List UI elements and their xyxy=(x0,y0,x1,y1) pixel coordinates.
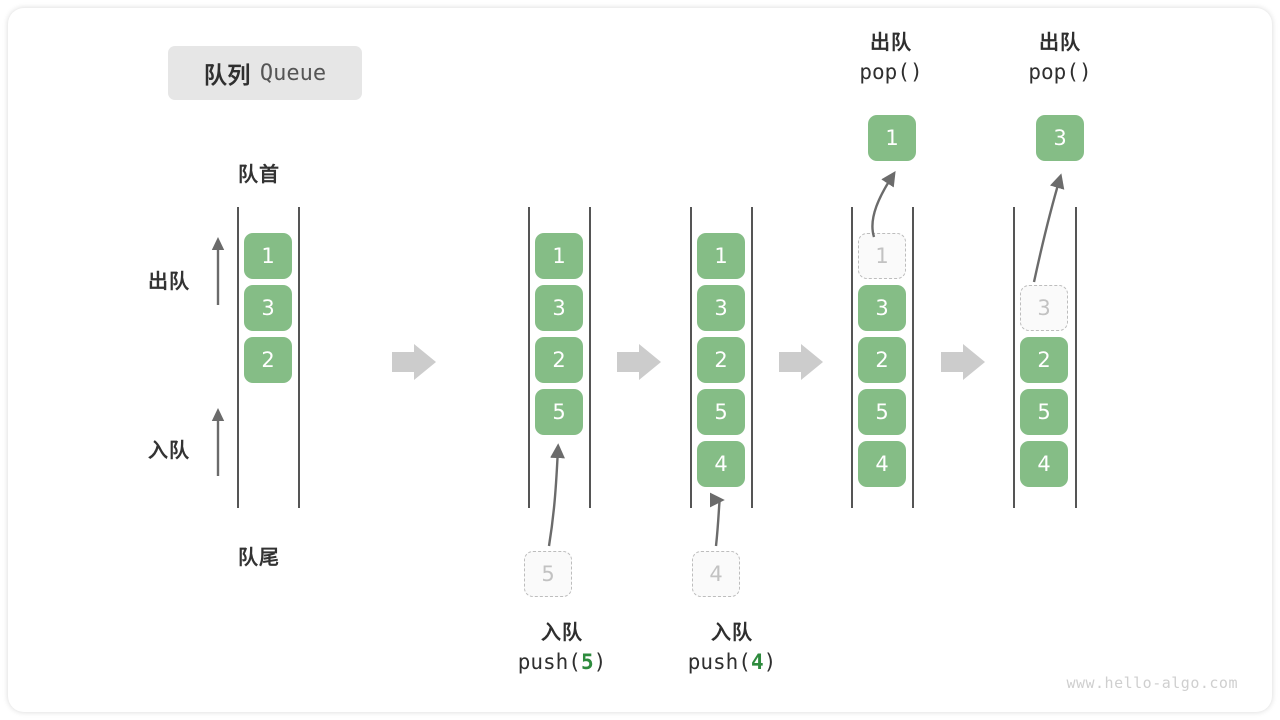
queue-cell: 4 xyxy=(697,441,745,487)
operation-label-cn: 出队 xyxy=(870,32,912,54)
queue-cell: 2 xyxy=(1020,337,1068,383)
queue-cell: 4 xyxy=(1020,441,1068,487)
queue-cell: 3 xyxy=(535,285,583,331)
rail-left-col5 xyxy=(1013,207,1015,508)
rail-left-col1 xyxy=(237,207,239,508)
watermark: www.hello-algo.com xyxy=(1066,674,1238,692)
operation-label-cn: 出队 xyxy=(1039,32,1081,54)
dequeue-direction-label: 出队 xyxy=(148,271,190,293)
rail-left-col2 xyxy=(528,207,530,508)
popped-element: 1 xyxy=(868,115,916,161)
incoming-element-ghost: 5 xyxy=(524,551,572,597)
queue-cell: 5 xyxy=(858,389,906,435)
queue-cell: 3 xyxy=(244,285,292,331)
queue-cell: 2 xyxy=(697,337,745,383)
rail-right-col1 xyxy=(298,207,300,508)
queue-cell: 2 xyxy=(858,337,906,383)
diagram-title-chip: 队列 Queue xyxy=(168,46,362,100)
queue-cell: 2 xyxy=(535,337,583,383)
queue-cell: 1 xyxy=(244,233,292,279)
queue-cell: 5 xyxy=(535,389,583,435)
queue-cell: 2 xyxy=(244,337,292,383)
queue-cell: 3 xyxy=(858,285,906,331)
queue-cell: 5 xyxy=(1020,389,1068,435)
code-suffix: ) xyxy=(763,649,777,674)
queue-cell-vacated: 3 xyxy=(1020,285,1068,331)
operation-caption-push-5: 入队 push(5) xyxy=(447,620,677,677)
diagram-card xyxy=(8,8,1272,712)
rail-left-col3 xyxy=(690,207,692,508)
queue-head-label: 队首 xyxy=(238,164,280,186)
code-suffix: ) xyxy=(593,649,607,674)
code-argument: 4 xyxy=(750,649,764,674)
operation-caption-pop-3: 出队 pop() xyxy=(985,30,1135,87)
queue-cell: 1 xyxy=(535,233,583,279)
operation-label-cn: 入队 xyxy=(541,622,583,644)
queue-cell-vacated: 1 xyxy=(858,233,906,279)
code-prefix: push( xyxy=(517,649,581,674)
enqueue-direction-label: 入队 xyxy=(148,440,190,462)
rail-right-col2 xyxy=(589,207,591,508)
rail-right-col3 xyxy=(751,207,753,508)
queue-cell: 3 xyxy=(697,285,745,331)
popped-element: 3 xyxy=(1036,115,1084,161)
rail-right-col4 xyxy=(912,207,914,508)
operation-code: push(4) xyxy=(617,648,847,677)
operation-caption-push-4: 入队 push(4) xyxy=(617,620,847,677)
operation-code: pop() xyxy=(1028,59,1092,84)
queue-cell: 4 xyxy=(858,441,906,487)
title-chinese: 队列 xyxy=(203,62,251,88)
incoming-element-ghost: 4 xyxy=(692,551,740,597)
rail-right-col5 xyxy=(1075,207,1077,508)
queue-cell: 5 xyxy=(697,389,745,435)
operation-code: pop() xyxy=(859,59,923,84)
code-argument: 5 xyxy=(580,649,594,674)
rail-left-col4 xyxy=(851,207,853,508)
queue-cell: 1 xyxy=(697,233,745,279)
queue-tail-label: 队尾 xyxy=(238,547,280,569)
operation-code: push(5) xyxy=(447,648,677,677)
code-prefix: push( xyxy=(687,649,751,674)
operation-label-cn: 入队 xyxy=(711,622,753,644)
title-english: Queue xyxy=(259,60,327,86)
operation-caption-pop-1: 出队 pop() xyxy=(816,30,966,87)
